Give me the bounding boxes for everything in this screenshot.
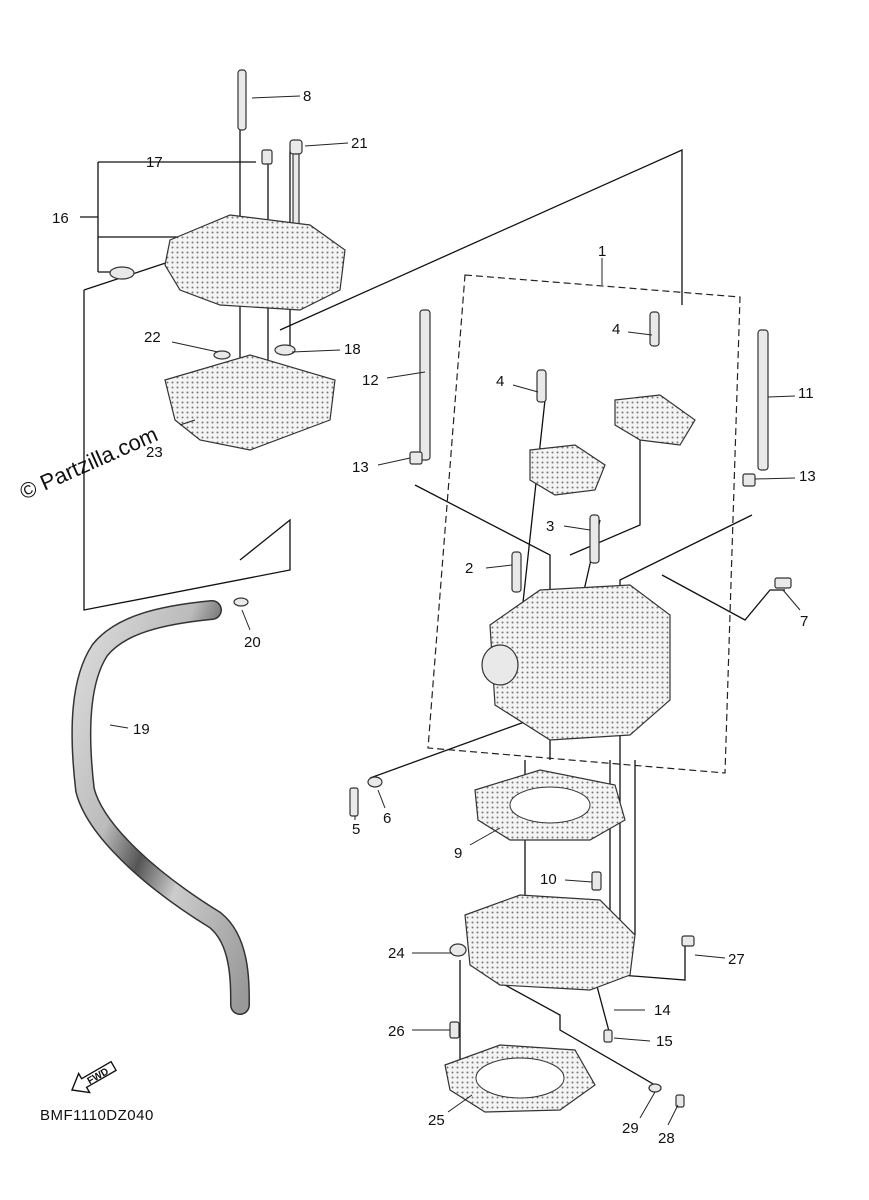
callout-13b: 13 [799,468,816,485]
callout-20: 20 [244,634,261,651]
fwd-arrow-icon: FWD [71,1060,118,1094]
callout-10: 10 [540,871,557,888]
callout-24: 24 [388,945,405,962]
fwd-label: FWD [86,1066,111,1087]
callout-21: 21 [351,135,368,152]
callout-15: 15 [656,1033,673,1050]
callout-26: 26 [388,1023,405,1040]
callout-6: 6 [383,810,391,827]
callout-9: 9 [454,845,462,862]
callout-2: 2 [465,560,473,577]
callout-1: 1 [598,243,606,260]
callout-29: 29 [622,1120,639,1137]
callout-27: 27 [728,951,745,968]
callout-8: 8 [303,88,311,105]
callout-23: 23 [146,444,163,461]
callout-4b: 4 [612,321,620,338]
callout-3: 3 [546,518,554,535]
callout-5: 5 [352,821,360,838]
callout-17: 17 [146,154,163,171]
diagram-code: BMF1110DZ040 [40,1107,154,1124]
callout-4a: 4 [496,373,504,390]
cylinder-head-assembly-boundary [427,274,741,774]
callout-11: 11 [798,385,814,402]
leader-lines [80,80,785,1086]
parts [109,69,792,1113]
callout-18: 18 [344,341,361,358]
callout-16: 16 [52,210,69,227]
callout-leaders [109,95,801,1126]
callout-12: 12 [362,372,379,389]
callout-19: 19 [133,721,150,738]
callout-7: 7 [800,613,808,630]
callout-14: 14 [654,1002,671,1019]
hose [71,600,250,1015]
callout-labels: 1 2 3 4 4 5 6 7 8 9 10 11 12 13 13 14 15… [52,88,816,1147]
callout-13a: 13 [352,459,369,476]
callout-28: 28 [658,1130,675,1147]
callout-22: 22 [144,329,161,346]
callout-25: 25 [428,1112,445,1129]
watermark: © Partzilla.com [16,421,162,504]
